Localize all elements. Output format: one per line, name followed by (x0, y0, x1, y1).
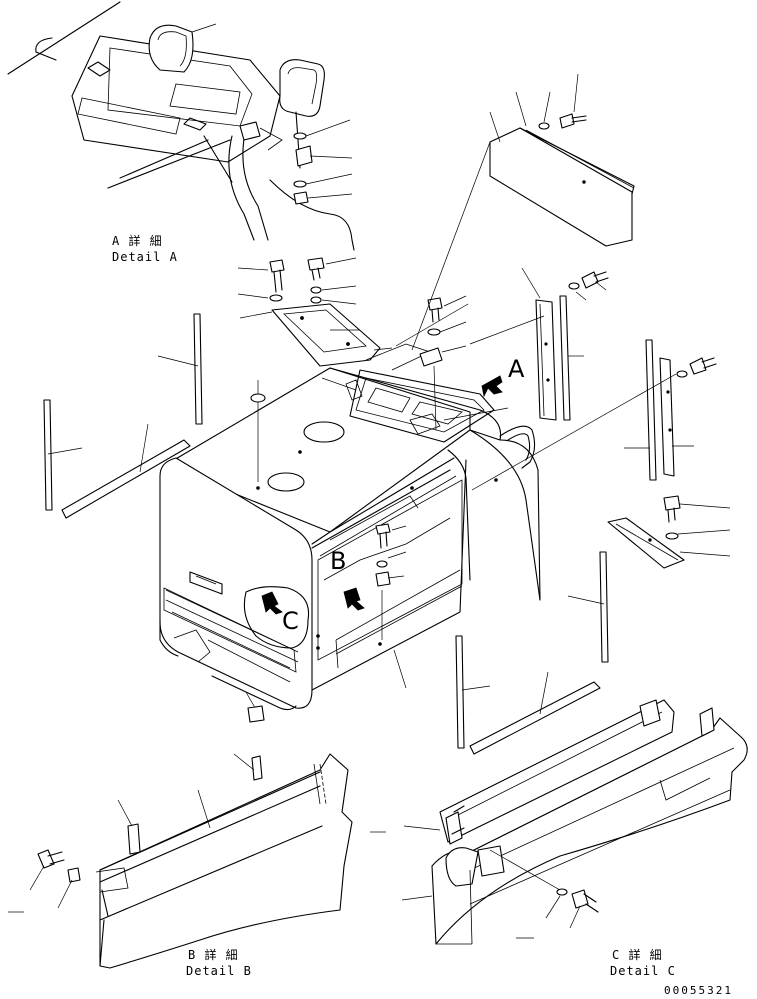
detail-b-en-label: Detail B (186, 964, 252, 978)
detail-c-drawing (370, 699, 748, 945)
callout-c-region (243, 586, 310, 649)
leader-hood-c (321, 377, 357, 391)
view-marker-a: A (508, 355, 525, 383)
detail-c-jp-label: C 詳 細 (612, 948, 663, 962)
view-marker-c: C (282, 607, 299, 635)
top-cover-plate-part (411, 73, 635, 351)
detail-a-drawing (7, 1, 355, 251)
grommet-part (247, 705, 265, 723)
detail-b-drawing (8, 753, 353, 969)
left-seal-strips (43, 313, 203, 519)
view-marker-b: B (330, 547, 347, 575)
side-bracket-part (607, 495, 731, 569)
leader-latch (373, 347, 393, 351)
plug-cap-part (250, 393, 266, 403)
view-a-arrow (481, 375, 503, 398)
leader-hood-b (443, 407, 509, 421)
detail-a-en-label: Detail A (112, 250, 178, 264)
callout-b-arrow (343, 587, 365, 611)
cover-a-bolt-group (419, 295, 467, 431)
leader-hood-d (393, 649, 407, 689)
top-bolts-group (237, 257, 381, 367)
right-strip-part (469, 267, 609, 421)
mirror-left-part (148, 24, 194, 73)
engine-hood-assembly (159, 343, 541, 711)
detail-a-jp-label: A 詳 細 (112, 234, 163, 248)
center-bolt-group (375, 523, 407, 640)
leader-hood-a (395, 303, 469, 347)
detail-c-en-label: Detail C (610, 964, 676, 978)
drawing-number: 00055321 (664, 984, 733, 997)
detail-b-jp-label: B 詳 細 (188, 948, 239, 962)
far-right-strip-part (471, 339, 717, 491)
right-seal-strips (455, 551, 609, 755)
